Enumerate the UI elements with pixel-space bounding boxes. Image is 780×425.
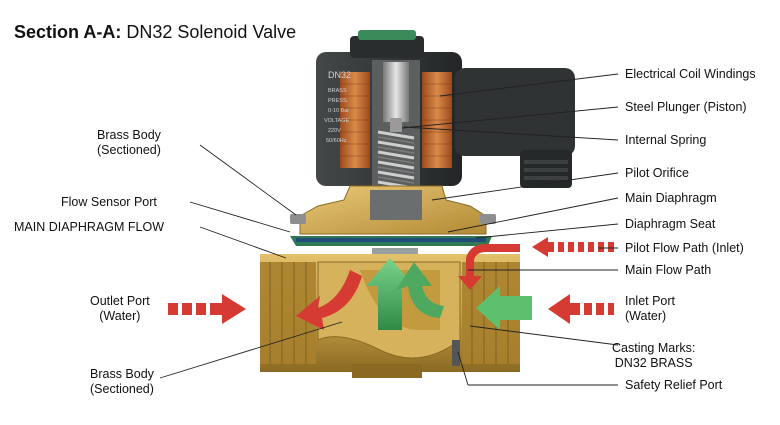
main-flow-arrow-green-up — [366, 258, 414, 330]
coil-housing — [316, 30, 575, 220]
outlet-flow-arrow-red-inner — [296, 270, 362, 330]
label-brass-body-bottom-line2: (Sectioned) — [90, 382, 154, 396]
label-inlet-port-line2: (Water) — [625, 309, 667, 323]
coil-marking-voltage-value: 220V — [328, 128, 341, 134]
label-outlet-port: Outlet Port (Water) — [90, 294, 150, 324]
label-main-diaphragm-flow: MAIN DIAPHRAGM FLOW — [14, 220, 165, 234]
label-brass-body-bottom: Brass Body (Sectioned) — [90, 367, 154, 397]
title-section: Section A-A: — [14, 22, 122, 42]
coil-marking-frequency: 50/60Hz — [326, 138, 347, 144]
title-valve-name: DN32 Solenoid Valve — [126, 22, 297, 42]
diagram-title: Section A-A: DN32 Solenoid Valve — [14, 22, 296, 43]
label-diaphragm-seat: Diaphragm Seat — [625, 217, 716, 231]
inlet-dashed-arrow — [548, 294, 614, 324]
coil-marking-pressure-label: PRESS. — [328, 98, 349, 104]
label-outlet-port-line1: Outlet Port — [90, 294, 150, 308]
main-flow-arrow-green-curve — [396, 262, 444, 318]
label-pilot-flow-path: Pilot Flow Path (Inlet) — [625, 241, 744, 255]
steel-plunger — [383, 62, 409, 122]
label-safety-relief-port: Safety Relief Port — [625, 378, 723, 392]
label-main-flow-path: Main Flow Path — [625, 263, 712, 277]
label-outlet-port-line2: (Water) — [99, 309, 141, 323]
outlet-dashed-arrow — [168, 294, 246, 324]
label-pilot-orifice: Pilot Orifice — [625, 166, 689, 180]
valve-bonnet — [290, 185, 496, 235]
label-brass-body-top-line1: Brass Body — [97, 128, 161, 142]
coil-marking-pressure-range: 0-10 Bar — [328, 108, 349, 114]
main-diaphragm — [290, 236, 492, 256]
pilot-inlet-dashed-arrow — [532, 237, 614, 257]
label-steel-plunger: Steel Plunger (Piston) — [625, 100, 747, 114]
label-casting-marks-line2: DN32 BRASS — [614, 356, 693, 370]
label-flow-sensor-port: Flow Sensor Port — [61, 195, 157, 209]
label-casting-marks-line1: Casting Marks: — [612, 341, 696, 355]
inlet-flow-arrow-green — [476, 286, 532, 330]
coil-marking-voltage-label: VOLTAGE — [324, 118, 349, 124]
label-main-diaphragm: Main Diaphragm — [625, 191, 717, 205]
label-casting-marks: Casting Marks: DN32 BRASS — [612, 341, 695, 371]
leader-lines — [159, 73, 619, 386]
label-inlet-port-line1: Inlet Port — [625, 294, 676, 308]
label-internal-spring: Internal Spring — [625, 133, 707, 147]
label-brass-body-top: Brass Body (Sectioned) — [97, 128, 161, 158]
label-brass-body-bottom-line1: Brass Body — [90, 367, 154, 381]
pilot-flow-arrow-red — [458, 244, 520, 290]
label-inlet-port: Inlet Port (Water) — [625, 294, 675, 324]
coil-marking: DN32 BRASS PRESS. 0-10 Bar VOLTAGE 220V … — [324, 70, 351, 144]
coil-marking-model: DN32 — [328, 70, 351, 80]
cable-gland — [524, 160, 568, 180]
label-brass-body-top-line2: (Sectioned) — [97, 143, 161, 157]
label-electrical-coil-windings: Electrical Coil Windings — [625, 67, 756, 81]
coil-marking-material: BRASS — [328, 88, 347, 94]
